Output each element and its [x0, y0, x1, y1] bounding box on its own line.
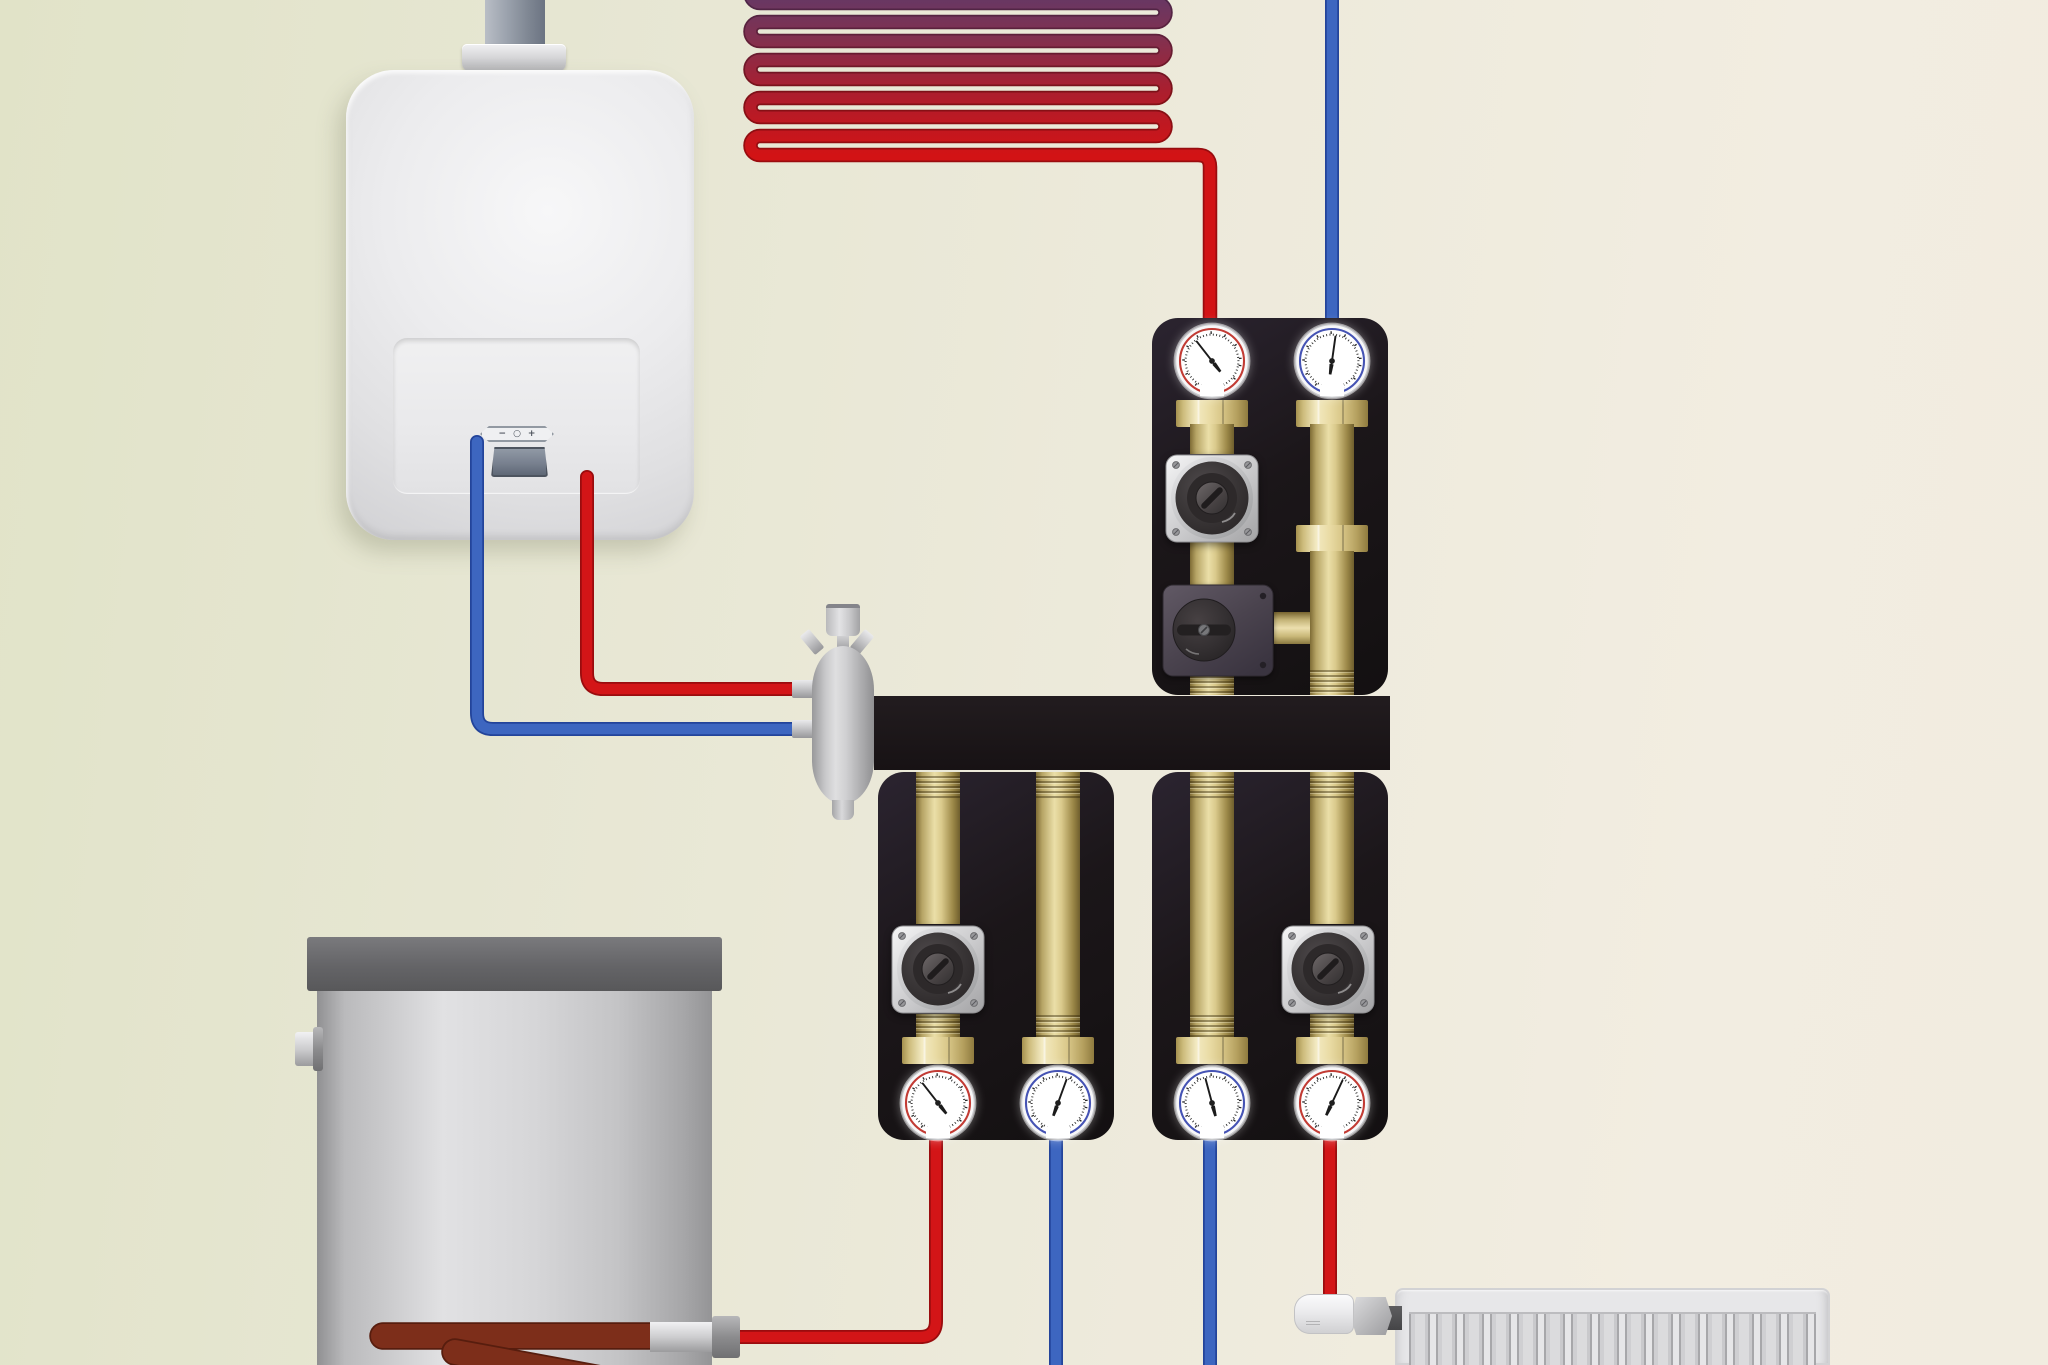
- pressure-gauge-return: [1292, 321, 1372, 401]
- union-nut: [1176, 1037, 1248, 1064]
- circulation-pump[interactable]: [1280, 923, 1376, 1016]
- pump-station-lower-left: [878, 772, 1114, 1143]
- boiler-button-minus[interactable]: −: [498, 428, 507, 439]
- valve-connector-pipe: [1274, 612, 1310, 644]
- hydraulic-separator: [812, 646, 874, 804]
- radiator-valve-body[interactable]: [1350, 1297, 1392, 1335]
- pump-station-upper: [1152, 318, 1388, 695]
- brass-pipe: [1310, 551, 1354, 695]
- union-nut: [1022, 1037, 1094, 1064]
- pipe-thread: [1310, 1016, 1354, 1036]
- pipe-tank-supply: [724, 1138, 942, 1343]
- low-loss-header: [874, 696, 1390, 770]
- coil-pipe-outline: [743, 0, 1218, 332]
- mixing-valve[interactable]: [1162, 583, 1274, 678]
- boiler-button-plus[interactable]: +: [527, 428, 536, 439]
- tank-coil-flange: [712, 1316, 740, 1358]
- boiler-flue-pipe: [485, 0, 545, 50]
- union-nut: [1296, 400, 1368, 427]
- pressure-gauge-supply: [1172, 321, 1252, 401]
- brass-pipe: [1190, 424, 1234, 454]
- brass-pipe: [1310, 1014, 1354, 1039]
- separator-inlet-cold: [792, 720, 814, 738]
- radiator: [1395, 1288, 1830, 1365]
- pipe-thread: [1190, 1015, 1234, 1037]
- boiler-display: [491, 447, 548, 477]
- union-nut: [902, 1037, 974, 1064]
- tank-lid: [307, 937, 722, 991]
- union-nut: [1296, 1037, 1368, 1064]
- tank-stub-flange: [313, 1027, 323, 1071]
- brass-pipe: [1310, 424, 1354, 526]
- buffer-tank: [317, 991, 712, 1365]
- union-nut: [1176, 400, 1248, 427]
- boiler-control-strip: − ○ +: [480, 426, 554, 442]
- pipe-tank-supply: [724, 1138, 943, 1344]
- pipe-thread: [1036, 776, 1080, 798]
- brass-pipe: [916, 1014, 960, 1039]
- pipe-thread: [1190, 676, 1234, 695]
- circulation-pump[interactable]: [890, 923, 986, 1016]
- brass-pipe: [916, 772, 960, 924]
- separator-shoulder-stub-left: [799, 628, 825, 656]
- boiler-control-panel: − ○ +: [393, 338, 640, 494]
- circulation-pump[interactable]: [1164, 452, 1260, 545]
- pressure-gauge-return: [1172, 1063, 1252, 1143]
- brass-pipe: [1310, 772, 1354, 924]
- pipe-thread: [1190, 776, 1234, 798]
- pipe-thread: [1310, 776, 1354, 798]
- brass-pipe: [1036, 772, 1080, 1038]
- pressure-gauge-supply: [898, 1063, 978, 1143]
- pipe-thread: [916, 776, 960, 798]
- boiler: − ○ +: [346, 70, 694, 540]
- tank-connection-stub: [295, 1032, 317, 1066]
- brass-pipe: [1190, 676, 1234, 695]
- separator-inlet-hot: [792, 680, 814, 698]
- radiator-fins: [1409, 1312, 1816, 1365]
- pipe-thread: [916, 1016, 960, 1036]
- separator-drain: [832, 800, 854, 820]
- boiler-button-power[interactable]: ○: [513, 428, 521, 439]
- pipe-thread: [1036, 1015, 1080, 1037]
- tank-coil-bushing: [650, 1322, 714, 1352]
- union-nut: [1296, 525, 1368, 552]
- pressure-gauge-supply: [1292, 1063, 1372, 1143]
- pressure-gauge-return: [1018, 1063, 1098, 1143]
- brass-pipe: [1190, 542, 1234, 585]
- flue-collar: [462, 44, 566, 72]
- thermostatic-valve-head[interactable]: [1294, 1294, 1354, 1334]
- air-vent-valve: [826, 604, 860, 636]
- pipe-thread: [1310, 670, 1354, 695]
- pump-station-lower-right: [1152, 772, 1388, 1143]
- brass-pipe: [1190, 772, 1234, 1038]
- coil-pipe: [745, 0, 1216, 332]
